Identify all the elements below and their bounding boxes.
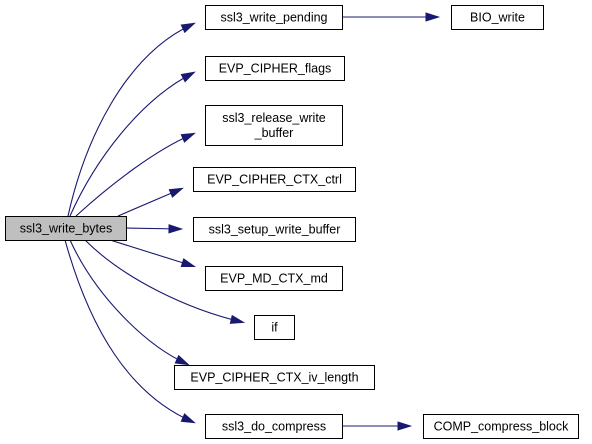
edge-arrowhead	[180, 413, 196, 424]
edge-ssl3-write-bytes-to-EVP-CIPHER-flags	[69, 71, 196, 217]
edge-line	[84, 239, 243, 323]
node-ssl3-release-write-buffer[interactable]: ssl3_release_write_buffer	[205, 105, 343, 146]
edge-ssl3-write-bytes-to-ssl3-release-write-buffer	[75, 132, 196, 217]
edge-arrowhead	[168, 224, 184, 234]
node-ssl3-setup-write-buffer[interactable]: ssl3_setup_write_buffer	[193, 217, 356, 242]
edge-ssl3-write-bytes-to-ssl3-setup-write-buffer	[125, 224, 184, 234]
node-box	[205, 5, 343, 30]
node-label: ssl3_do_compress	[222, 420, 326, 434]
node-label: _buffer	[254, 126, 294, 140]
call-graph-edges	[64, 12, 441, 431]
edge-line	[69, 72, 194, 217]
node-box	[193, 217, 356, 242]
edge-ssl3-write-bytes-to-ssl3-do-compress	[64, 239, 196, 424]
node-label: EVP_CIPHER_flags	[219, 62, 332, 76]
node-box	[254, 315, 295, 340]
node-if[interactable]: if	[254, 315, 295, 340]
edge-arrowhead	[180, 258, 196, 268]
node-label: EVP_CIPHER_CTX_ctrl	[207, 173, 342, 187]
edge-arrowhead	[180, 22, 196, 34]
node-box	[205, 266, 343, 291]
edge-ssl3-do-compress-to-COMP-compress-block	[342, 421, 413, 431]
node-box	[423, 414, 579, 439]
node-box	[205, 414, 343, 439]
node-EVP-CIPHER-flags[interactable]: EVP_CIPHER_flags	[205, 56, 345, 81]
edge-arrowhead	[180, 132, 196, 143]
node-EVP-CIPHER-CTX-ctrl[interactable]: EVP_CIPHER_CTX_ctrl	[193, 167, 356, 192]
node-box	[5, 216, 127, 241]
node-EVP-CIPHER-CTX-iv-length[interactable]: EVP_CIPHER_CTX_iv_length	[174, 365, 375, 390]
node-EVP-MD-CTX-md[interactable]: EVP_MD_CTX_md	[205, 266, 343, 291]
node-label: ssl3_write_bytes	[20, 222, 112, 236]
node-BIO-write[interactable]: BIO_write	[451, 5, 544, 30]
edge-arrowhead	[168, 187, 184, 198]
edge-arrowhead	[425, 12, 441, 22]
node-box	[205, 56, 345, 81]
node-label: COMP_compress_block	[434, 420, 570, 434]
edge-arrowhead	[397, 421, 413, 431]
node-box	[193, 167, 356, 192]
node-box	[205, 105, 343, 146]
node-label: if	[271, 321, 278, 335]
node-ssl3-do-compress[interactable]: ssl3_do_compress	[205, 414, 343, 439]
node-box	[174, 365, 375, 390]
edge-ssl3-write-bytes-to-if	[84, 239, 246, 324]
node-ssl3-write-bytes[interactable]: ssl3_write_bytes	[5, 216, 127, 241]
node-COMP-compress-block[interactable]: COMP_compress_block	[423, 414, 579, 439]
edge-ssl3-write-pending-to-BIO-write	[342, 12, 441, 22]
edge-line	[109, 239, 194, 267]
edge-ssl3-write-bytes-to-EVP-CIPHER-CTX-ctrl	[117, 187, 184, 217]
node-label: BIO_write	[470, 11, 525, 25]
node-label: EVP_MD_CTX_md	[220, 272, 328, 286]
edge-arrowhead	[229, 314, 246, 324]
node-label: ssl3_setup_write_buffer	[209, 223, 341, 237]
call-graph-nodes: ssl3_write_bytes ssl3_write_pending BIO_wr…	[5, 5, 579, 439]
edge-arrowhead	[180, 71, 196, 83]
node-label: ssl3_release_write	[222, 111, 326, 125]
node-ssl3-write-pending[interactable]: ssl3_write_pending	[205, 5, 343, 30]
edge-ssl3-write-bytes-to-ssl3-write-pending	[67, 22, 196, 217]
edge-arrowhead	[174, 354, 190, 366]
node-label: EVP_CIPHER_CTX_iv_length	[190, 371, 358, 385]
edge-line	[67, 23, 194, 217]
node-label: ssl3_write_pending	[220, 11, 327, 25]
edge-ssl3-write-bytes-to-EVP-MD-CTX-md	[109, 239, 196, 268]
edge-line	[75, 133, 194, 217]
edge-line	[64, 239, 194, 423]
node-box	[451, 5, 544, 30]
edge-ssl3-write-bytes-to-EVP-CIPHER-CTX-iv-length	[69, 239, 190, 366]
edge-line	[69, 239, 188, 365]
